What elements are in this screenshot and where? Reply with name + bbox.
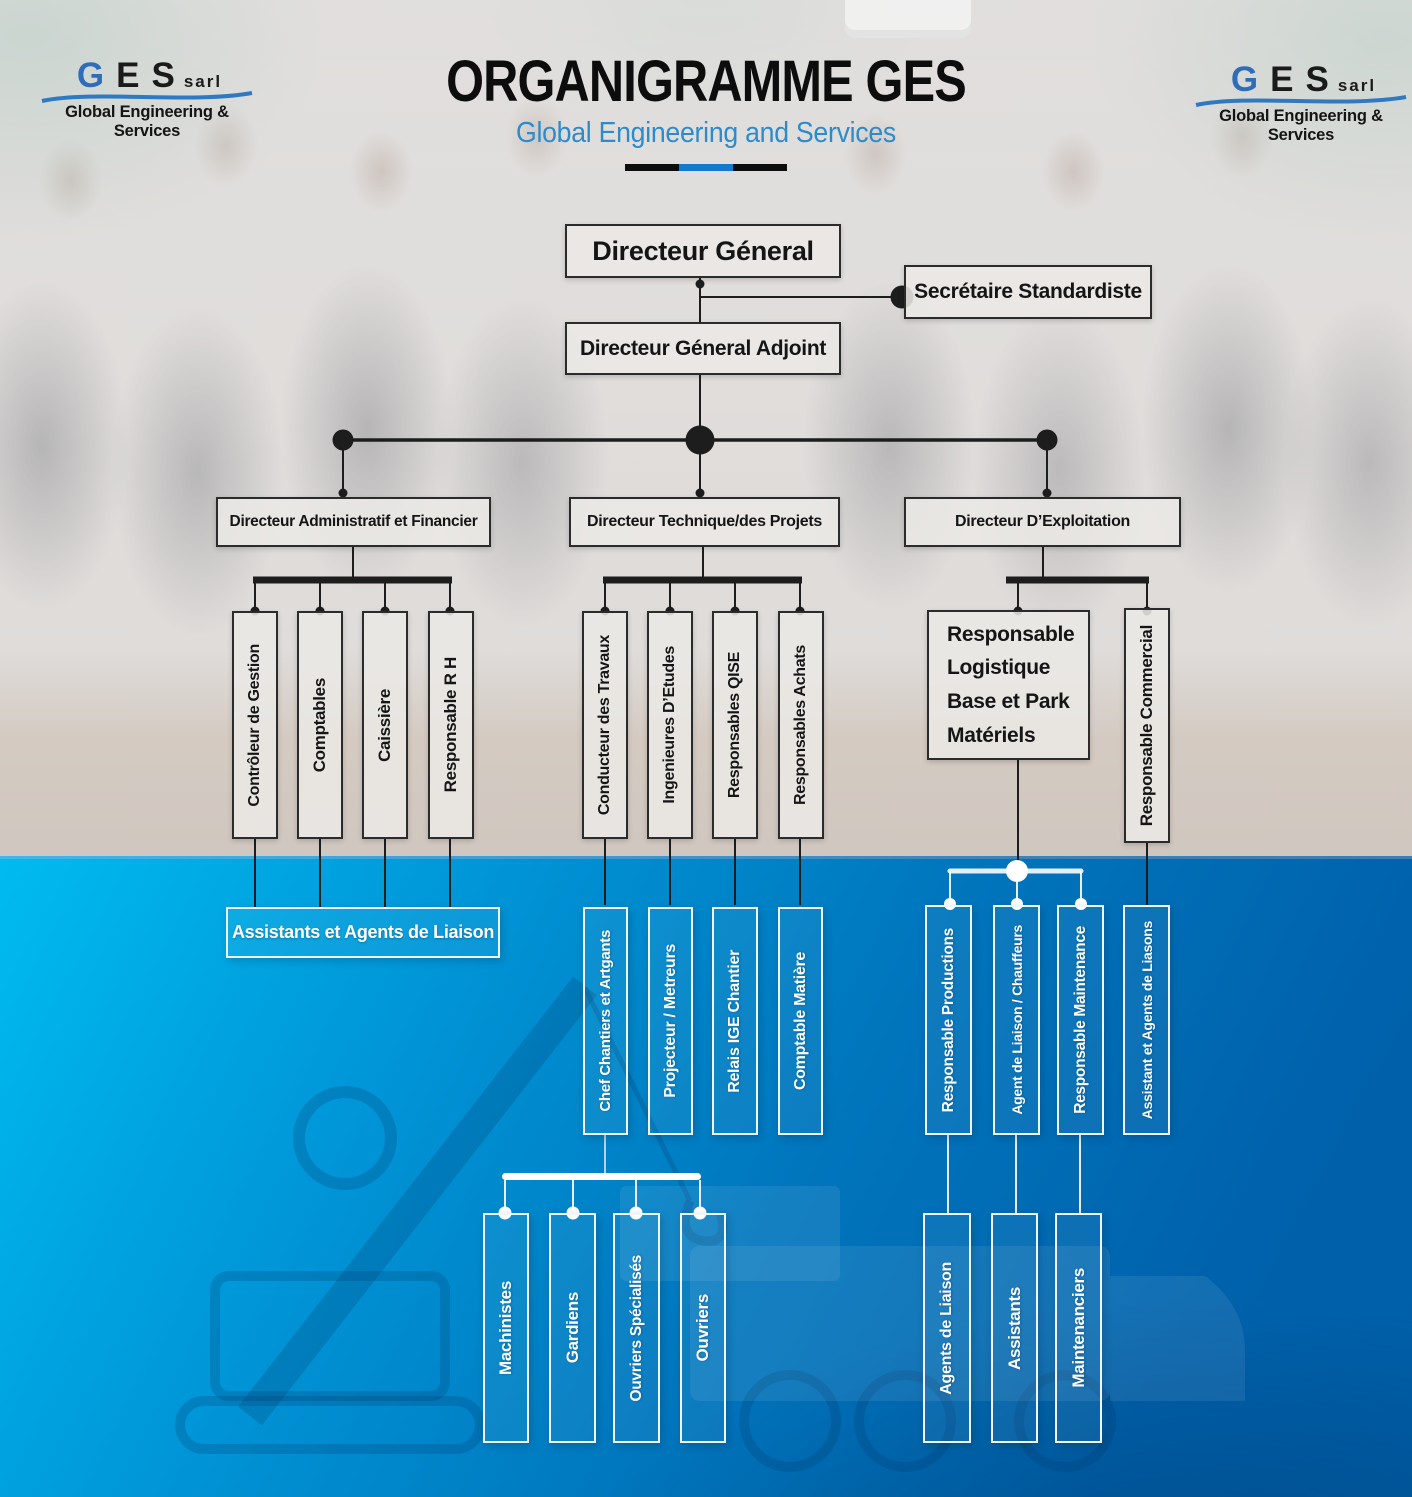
blue-gradient-background: [0, 856, 1412, 1497]
node-responsable-maintenance: Responsable Maintenance: [1057, 905, 1104, 1135]
logo-suffix: sarl: [1337, 76, 1377, 95]
node-label: Comptable Matière: [791, 951, 809, 1091]
node-label: Ouvriers: [693, 1294, 712, 1362]
logo-tagline: Global Engineering & Services: [65, 103, 229, 140]
node-label: Agents de Liaison: [938, 1261, 955, 1395]
node-chef-chantiers: Chef Chantiers et Artgants: [583, 907, 628, 1135]
node-label: Maintenanciers: [1068, 1268, 1088, 1388]
page-subtitle: Global Engineering and Services: [515, 116, 897, 149]
node-label: Gardiens: [562, 1292, 582, 1364]
node-label: Conducteur des Travaux: [596, 634, 613, 816]
node-label: Responsables Achats: [792, 645, 809, 805]
node-label: Comptables: [310, 677, 329, 773]
node-assistants-agents-liaison: Assistants et Agents de Liaison: [226, 907, 500, 958]
node-directeur-technique: Directeur Technique/des Projets: [569, 497, 840, 547]
node-label: Ingenieures D’Etudes: [661, 646, 678, 804]
crane-truck-silhouette: [175, 976, 1245, 1472]
logo-letter-g: G: [1230, 60, 1261, 99]
node-directeur-exploitation: Directeur D’Exploitation: [904, 497, 1181, 547]
node-label: Responsable Maintenance: [1071, 926, 1089, 1114]
title-divider: [625, 163, 787, 171]
node-label: Caissière: [375, 688, 394, 762]
page-title: ORGANIGRAMME GES: [446, 49, 967, 114]
node-responsable-productions: Responsable Productions: [925, 905, 972, 1135]
node-comptable-matiere: Comptable Matière: [778, 907, 823, 1135]
node-directeur-admin-financier: Directeur Administratif et Financier: [216, 497, 491, 547]
node-responsable-logistique: Responsable Logistique Base et Park Maté…: [927, 610, 1090, 760]
node-label: Assistants: [1004, 1286, 1024, 1370]
node-agent-liaison-chauffeurs: Agent de Liaison / Chauffeurs: [993, 905, 1040, 1135]
node-label: Assistant et Agents de Liasons: [1138, 920, 1155, 1120]
node-label: Directeur Technique/des Projets: [587, 513, 822, 530]
node-maintenanciers: Maintenanciers: [1055, 1213, 1102, 1443]
node-label: Machinistes: [496, 1280, 515, 1375]
node-secretaire-standardiste: Secrétaire Standardiste: [904, 265, 1152, 319]
node-label: Directeur D’Exploitation: [954, 513, 1131, 530]
node-controleur-de-gestion: Contrôleur de Gestion: [232, 611, 278, 839]
node-label: Directeur Géneral Adjoint: [579, 336, 827, 360]
node-machinistes: Machinistes: [483, 1213, 529, 1443]
node-directeur-general-adjoint: Directeur Géneral Adjoint: [565, 322, 841, 375]
node-label: Responsable R H: [441, 657, 460, 793]
node-comptables: Comptables: [297, 611, 343, 839]
node-responsables-achats: Responsables Achats: [778, 611, 824, 839]
node-label: Responsables QISE: [726, 651, 743, 799]
node-label: Chef Chantiers et Artgants: [597, 930, 614, 1112]
node-label: Responsable Commercial: [1137, 624, 1156, 827]
logo-suffix: sarl: [183, 72, 223, 91]
node-conducteur-des-travaux: Conducteur des Travaux: [582, 611, 628, 839]
node-responsable-rh: Responsable R H: [428, 611, 474, 839]
node-relais-ige-chantier: Relais IGE Chantier: [712, 907, 758, 1135]
node-gardiens: Gardiens: [549, 1213, 596, 1443]
title-block: ORGANIGRAMME GES Global Engineering and …: [356, 49, 1056, 171]
logo-letter-s: S: [1305, 60, 1331, 99]
node-label: Relais IGE Chantier: [726, 949, 743, 1093]
node-responsables-qise: Responsables QISE: [712, 611, 758, 839]
node-label: Responsable Productions: [939, 927, 957, 1113]
logo-swoosh: [1195, 95, 1407, 107]
logo-letter-g: G: [76, 56, 107, 95]
node-label: Projecteur / Metreurs: [661, 944, 679, 1098]
node-caissiere: Caissière: [362, 611, 408, 839]
node-label: Ouvriers Spécialisés: [627, 1254, 645, 1402]
node-directeur-general: Directeur Géneral: [565, 224, 841, 278]
node-label: Directeur Géneral: [592, 235, 814, 266]
node-projecteur-metreurs: Projecteur / Metreurs: [648, 907, 693, 1135]
node-label: Directeur Administratif et Financier: [229, 513, 478, 530]
logo-letter-s: S: [151, 56, 177, 95]
logo-tagline: Global Engineering & Services: [1219, 107, 1383, 144]
node-assistant-agents-liasons: Assistant et Agents de Liasons: [1123, 905, 1170, 1135]
node-label: Assistants et Agents de Liaison: [231, 922, 495, 942]
node-responsable-commercial: Responsable Commercial: [1124, 608, 1170, 843]
logo-swoosh: [41, 91, 253, 103]
node-label: Agent de Liaison / Chauffeurs: [1008, 925, 1025, 1115]
node-label: Secrétaire Standardiste: [914, 280, 1142, 303]
node-label: Responsable Logistique Base et Park Maté…: [947, 622, 1075, 747]
node-label: Contrôleur de Gestion: [246, 643, 263, 807]
node-assistants: Assistants: [991, 1213, 1038, 1443]
node-agents-de-liaison: Agents de Liaison: [923, 1213, 971, 1443]
logo-letter-e: E: [1270, 60, 1296, 99]
node-ouvriers: Ouvriers: [680, 1213, 726, 1443]
logo-letter-e: E: [116, 56, 142, 95]
node-ingenieures-detudes: Ingenieures D’Etudes: [647, 611, 693, 839]
node-ouvriers-specialises: Ouvriers Spécialisés: [613, 1213, 660, 1443]
